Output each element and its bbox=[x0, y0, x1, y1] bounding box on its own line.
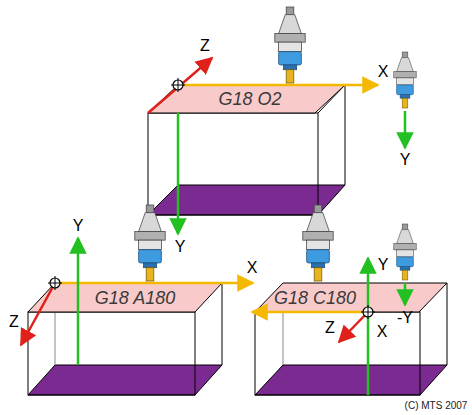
axis-label: Z bbox=[325, 320, 335, 336]
front-face bbox=[28, 312, 195, 395]
bottom-face bbox=[28, 365, 222, 395]
axis-label: Y bbox=[175, 239, 186, 255]
tool-icon bbox=[394, 52, 416, 108]
z-axis bbox=[339, 312, 368, 342]
tool-holder bbox=[303, 205, 333, 281]
box-edge bbox=[447, 283, 448, 365]
axis-label: -Y bbox=[397, 310, 413, 326]
origin-marker bbox=[361, 305, 375, 319]
axis-label: Y bbox=[73, 218, 84, 234]
direction-arrow bbox=[404, 283, 407, 305]
axis-label: Y bbox=[378, 257, 389, 273]
x-axis bbox=[252, 311, 368, 314]
tool-holder bbox=[275, 7, 305, 83]
z-axis bbox=[21, 283, 55, 345]
axis-label: Y bbox=[400, 152, 411, 168]
plane-label: G18 O2 bbox=[218, 89, 281, 110]
tool-holder bbox=[135, 205, 165, 281]
y-axis bbox=[367, 258, 370, 395]
box-edge bbox=[345, 85, 346, 185]
axis-label: X bbox=[377, 324, 388, 340]
y-axis bbox=[77, 238, 80, 365]
axis-label: X bbox=[247, 260, 258, 276]
y-axis bbox=[177, 113, 180, 234]
tool-icon bbox=[394, 224, 416, 280]
x-axis bbox=[55, 282, 253, 285]
front-face bbox=[148, 113, 318, 215]
copyright-note: (C) MTS 2007 bbox=[405, 401, 468, 411]
box-edge bbox=[222, 283, 223, 365]
face-outline bbox=[255, 283, 447, 312]
direction-arrow bbox=[404, 111, 407, 148]
bottom-face bbox=[255, 365, 447, 395]
origin-marker bbox=[48, 276, 62, 290]
z-axis bbox=[148, 58, 212, 113]
axis-label: X bbox=[378, 64, 389, 80]
x-axis bbox=[178, 84, 378, 87]
top-face: G18 C180 bbox=[255, 283, 447, 312]
plane-label: G18 A180 bbox=[95, 287, 175, 308]
axis-label: Z bbox=[9, 314, 19, 330]
plane-label: G18 C180 bbox=[274, 287, 356, 308]
front-face bbox=[255, 312, 420, 395]
axis-label: Z bbox=[200, 38, 210, 54]
origin-marker bbox=[171, 78, 185, 92]
